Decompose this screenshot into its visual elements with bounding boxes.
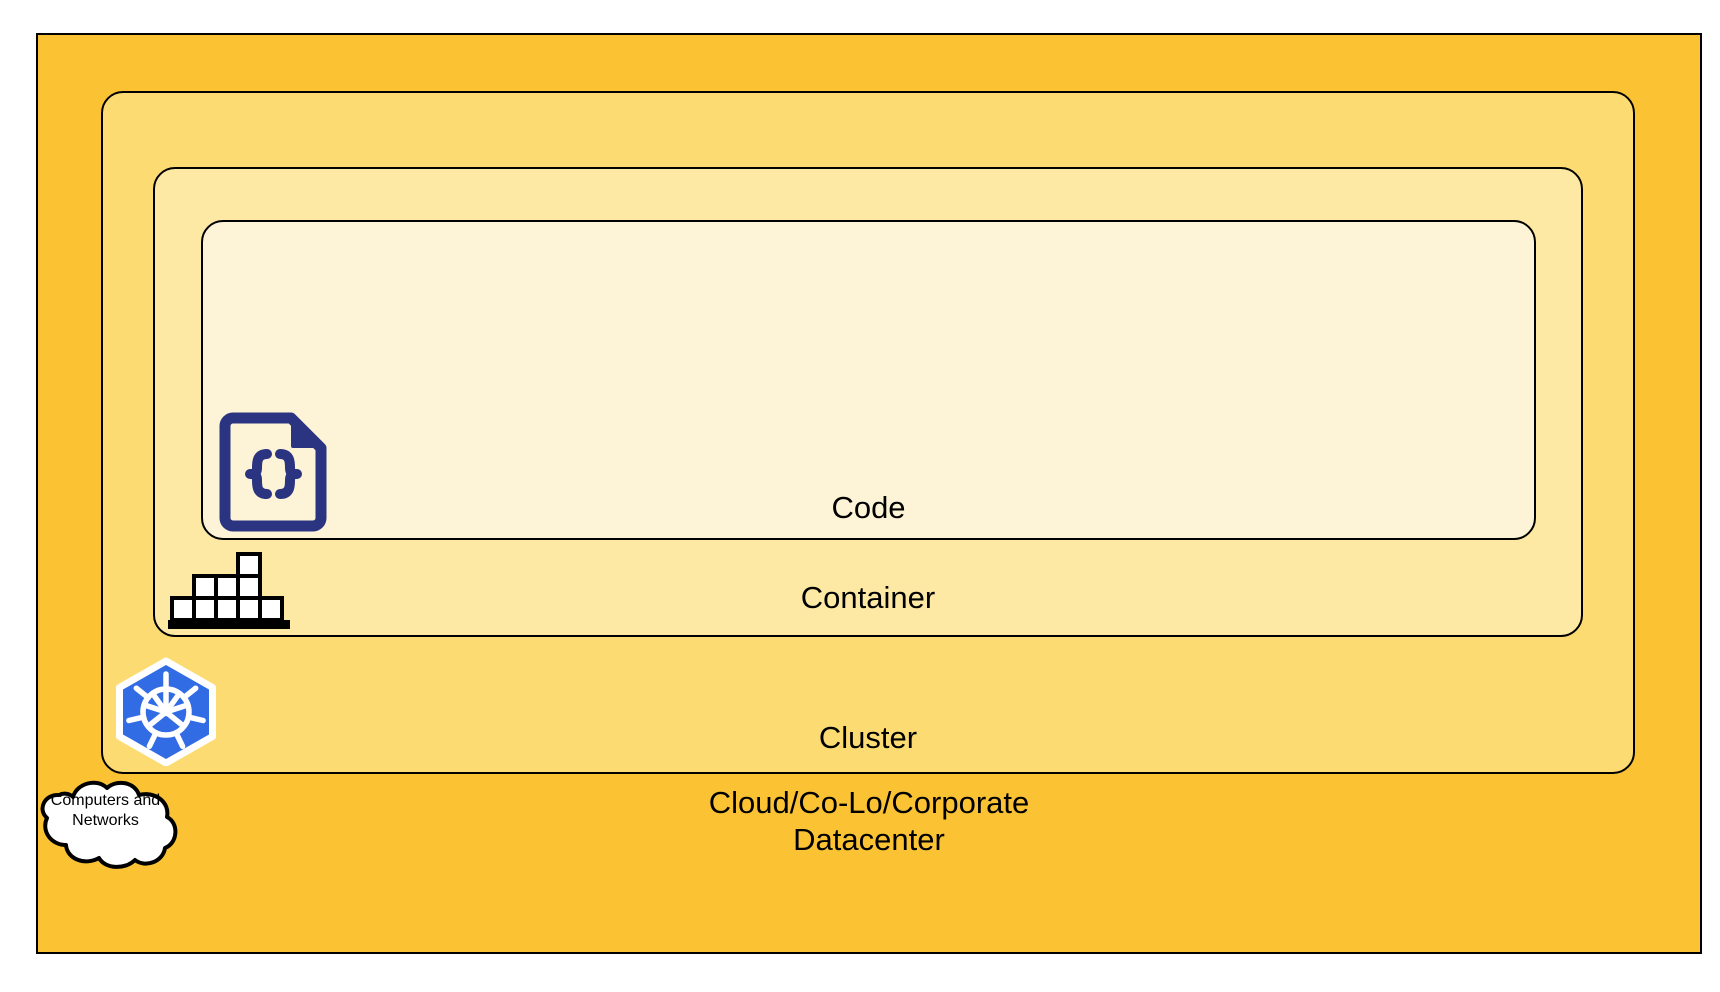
layer-label-cluster: Cluster: [818, 720, 918, 755]
code-file-icon: [219, 412, 327, 532]
layer-label-datacenter: Cloud/Co-Lo/Corporate Datacenter: [708, 785, 1030, 857]
cloud-icon: [29, 777, 182, 870]
layer-code: [201, 220, 1536, 540]
layer-label-code: Code: [831, 490, 906, 525]
container-boxes-icon: [168, 552, 294, 630]
cloud-label: Computers and Networks: [50, 792, 161, 829]
layer-label-container: Container: [800, 580, 936, 615]
kubernetes-icon: [110, 654, 222, 767]
